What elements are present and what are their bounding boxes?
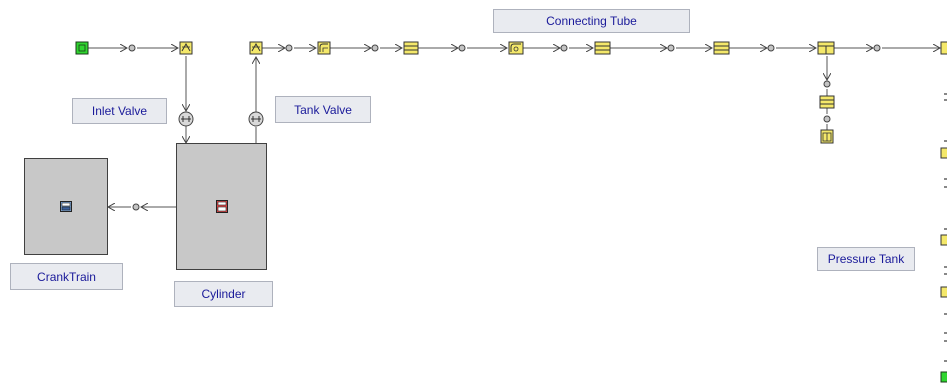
pressure-tank-label[interactable]: Pressure Tank (817, 247, 915, 271)
junction-node (285, 44, 293, 52)
inlet-valve-icon[interactable] (178, 111, 194, 127)
start-element-icon[interactable] (75, 41, 89, 55)
partial-pipe-icon (940, 286, 947, 298)
bend-pipe-icon[interactable] (317, 41, 331, 55)
cylinder-block[interactable] (176, 143, 267, 270)
cylinder-icon (216, 200, 228, 213)
junction-node (823, 115, 831, 123)
offscreen-component-column (940, 93, 947, 383)
crank-train-block[interactable] (24, 158, 108, 255)
tank-end-icon[interactable] (820, 129, 834, 144)
junction-node (132, 203, 140, 211)
junction-node (873, 44, 881, 52)
partial-start-icon (940, 371, 947, 383)
junction-node (458, 44, 466, 52)
junction-node (128, 44, 136, 52)
pipe-icon[interactable] (594, 41, 611, 55)
cylinder-label[interactable]: Cylinder (174, 281, 273, 307)
inlet-valve-label[interactable]: Inlet Valve (72, 98, 167, 124)
partial-pipe-icon (940, 234, 947, 246)
crank-train-label[interactable]: CrankTrain (10, 263, 123, 290)
branch-pipe-icon[interactable] (819, 95, 835, 109)
junction-node (371, 44, 379, 52)
pipe-icon[interactable] (403, 41, 419, 55)
bend-pipe-icon[interactable] (508, 41, 524, 55)
connecting-tube-label[interactable]: Connecting Tube (493, 9, 690, 33)
junction-node (667, 44, 675, 52)
inlet-junction-icon[interactable] (179, 41, 193, 55)
junction-node (560, 44, 568, 52)
crank-train-icon (60, 201, 72, 212)
junction-node (823, 80, 831, 88)
tank-junction-icon[interactable] (249, 41, 263, 55)
junction-node (767, 44, 775, 52)
edge-partial-icon[interactable] (940, 41, 947, 55)
tank-valve-label[interactable]: Tank Valve (275, 96, 371, 123)
junction-nodes (128, 44, 881, 211)
partial-pipe-icon (940, 147, 947, 159)
tank-valve-icon[interactable] (248, 111, 264, 127)
pipe-icon[interactable] (713, 41, 730, 55)
tee-junction-icon[interactable] (817, 41, 835, 55)
